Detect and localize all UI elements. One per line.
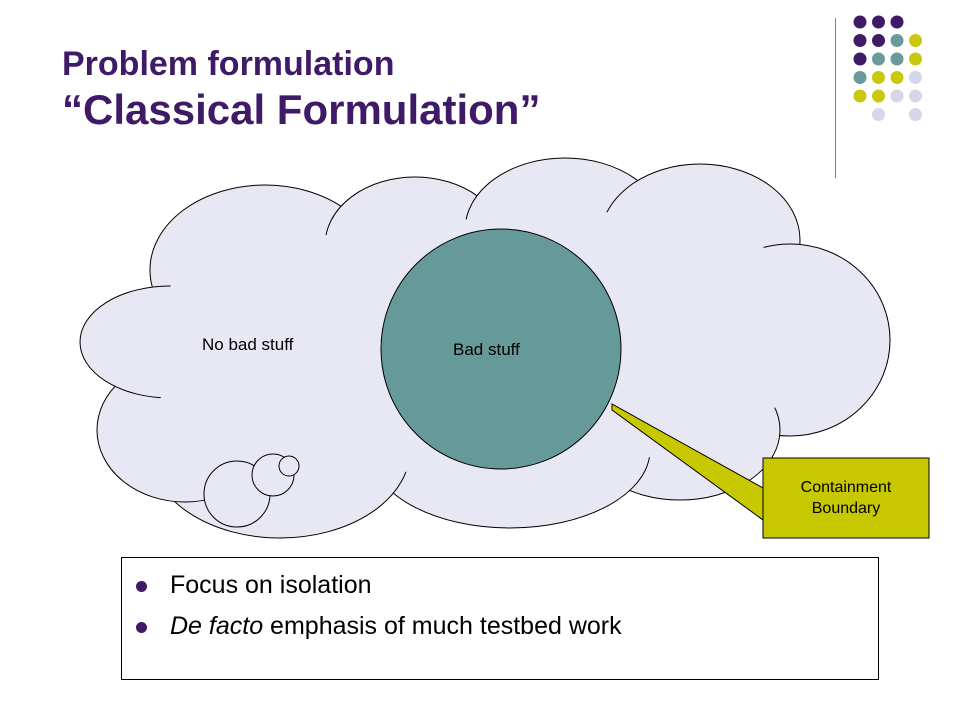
decorative-dot	[872, 15, 885, 29]
slide-title: Problem formulation “Classical Formulati…	[62, 44, 540, 134]
decorative-dot	[853, 15, 867, 29]
decorative-dot	[872, 89, 885, 103]
no-bad-stuff-label: No bad stuff	[202, 335, 294, 354]
decorative-dot	[890, 89, 904, 103]
decorative-dot	[909, 34, 922, 47]
bullet-item: De facto emphasis of much testbed work	[134, 611, 622, 642]
callout-line1: Containment	[800, 479, 892, 496]
containment-boundary-label: Containment Boundary	[763, 458, 929, 538]
decorative-dot	[890, 15, 904, 29]
decorative-dot	[853, 34, 867, 47]
bullet-list-box: Focus on isolation De facto emphasis of …	[121, 557, 879, 680]
bullet-dot-icon	[136, 622, 147, 633]
decorative-dot	[853, 52, 867, 66]
decorative-dot	[890, 71, 904, 84]
callout-line2: Boundary	[811, 500, 881, 517]
decorative-dot	[909, 71, 922, 84]
slide-title-line1: Problem formulation	[62, 45, 395, 83]
slide-title-line2: “Classical Formulation”	[62, 86, 541, 133]
decorative-dot	[909, 108, 922, 121]
decorative-dot	[890, 52, 904, 66]
bullet-item: Focus on isolation	[134, 570, 622, 601]
bullet-dot-icon	[136, 581, 147, 592]
bullet-list: Focus on isolation De facto emphasis of …	[134, 570, 622, 652]
decorative-dot	[853, 89, 867, 103]
decorative-dot	[872, 108, 885, 121]
decorative-dot	[872, 52, 885, 66]
decorative-dot	[872, 71, 885, 84]
decorative-dot	[872, 34, 885, 47]
decorative-dot	[909, 89, 922, 103]
bullet-text: Focus on isolation	[170, 571, 372, 599]
title-divider-line	[835, 18, 836, 178]
decorative-dot	[909, 52, 922, 66]
bullet-italic-text: De facto	[170, 612, 264, 640]
decorative-dot	[853, 71, 867, 84]
containment-boundary-callout-box	[762, 457, 930, 539]
decorative-dot	[890, 34, 904, 47]
bad-stuff-label: Bad stuff	[453, 340, 520, 359]
bad-stuff-circle	[380, 228, 622, 470]
bullet-text: emphasis of much testbed work	[263, 612, 622, 640]
decorative-dot-grid	[853, 15, 922, 121]
thought-bubble-small	[278, 455, 300, 477]
